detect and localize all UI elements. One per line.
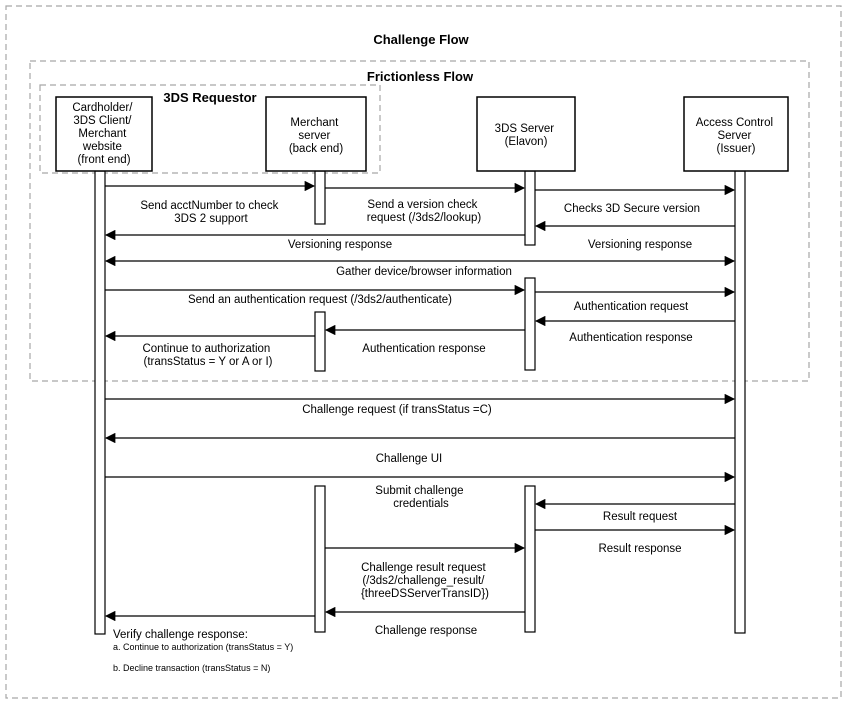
svg-text:Cardholder/ 3DS Client/: Cardholder/ 3DS Client/ Merchant website… bbox=[72, 102, 135, 166]
participant-label-line: Merchant bbox=[290, 117, 339, 129]
svg-text:3DS Server (Elavon): 3DS Server (Elavon) bbox=[495, 123, 558, 148]
acs-lifeline bbox=[734, 170, 746, 634]
label-result-request: Result request bbox=[603, 511, 678, 523]
svg-text:Access Control Server: Access Control Server (Issuer) bbox=[696, 117, 777, 155]
participant-label-line: Access Control bbox=[696, 117, 773, 129]
merchant-activation-3 bbox=[314, 485, 326, 633]
participant-label-line: server bbox=[298, 130, 330, 142]
label-challenge-result-request: Challenge result request (/3ds2/challeng… bbox=[361, 562, 489, 600]
label-submit-credentials: Submit challenge credentials bbox=[375, 485, 466, 510]
label-version-check: Send a version check request (/3ds2/look… bbox=[367, 199, 482, 224]
label-authentication-request: Authentication request bbox=[574, 301, 689, 313]
participant-label-line: 3DS Server bbox=[495, 123, 555, 135]
svg-text:Merchant server (b: Merchant server (back end) bbox=[289, 117, 344, 155]
merchant-activation-2 bbox=[314, 311, 326, 372]
label-versioning-response-right: Versioning response bbox=[588, 239, 692, 251]
frictionless-flow-title: Frictionless Flow bbox=[367, 69, 474, 84]
label-continue-authorization: Continue to authorization (transStatus =… bbox=[142, 343, 273, 368]
participant-label-line: Server bbox=[717, 130, 751, 142]
label-send-auth-request: Send an authentication request (/3ds2/au… bbox=[188, 294, 452, 306]
merchant-activation-1 bbox=[314, 170, 326, 225]
verify-option-b: b. Decline transaction (transStatus = N) bbox=[113, 663, 270, 673]
label-checks-3ds-version: Checks 3D Secure version bbox=[564, 203, 700, 215]
challenge-flow-title: Challenge Flow bbox=[373, 32, 469, 47]
cardholder-lifeline bbox=[94, 170, 106, 635]
challenge-flow-frame bbox=[5, 5, 842, 699]
verify-challenge-title: Verify challenge response: bbox=[113, 629, 248, 641]
participant-label-line: website bbox=[82, 141, 122, 153]
label-authentication-response-acs: Authentication response bbox=[569, 332, 692, 344]
label-challenge-request: Challenge request (if transStatus =C) bbox=[302, 404, 492, 416]
label-result-response: Result response bbox=[598, 543, 681, 555]
3ds-requestor-frame bbox=[39, 84, 381, 174]
verify-option-a: a. Continue to authorization (transStatu… bbox=[113, 642, 293, 652]
label-gather-device-info: Gather device/browser information bbox=[336, 266, 512, 278]
3ds-requestor-title: 3DS Requestor bbox=[163, 90, 256, 105]
participant-label-line: Merchant bbox=[78, 128, 127, 140]
participant-label-line: (front end) bbox=[77, 154, 130, 166]
participant-label-line: (Elavon) bbox=[505, 136, 548, 148]
label-authentication-response-server: Authentication response bbox=[362, 343, 485, 355]
server3ds-activation-2 bbox=[524, 277, 536, 371]
label-challenge-ui: Challenge UI bbox=[376, 453, 442, 465]
participant-merchant: Merchant server (back end) bbox=[265, 96, 367, 172]
participant-label-line: 3DS Client/ bbox=[73, 115, 132, 127]
server3ds-activation-3 bbox=[524, 485, 536, 633]
participant-acs: Access Control Server (Issuer) bbox=[683, 96, 789, 172]
participant-label-line: Cardholder/ bbox=[72, 102, 133, 114]
label-send-acctnumber: Send acctNumber to check 3DS 2 support bbox=[140, 200, 281, 225]
label-versioning-response-left: Versioning response bbox=[288, 239, 392, 251]
label-challenge-response: Challenge response bbox=[375, 625, 477, 637]
participant-3ds-server: 3DS Server (Elavon) bbox=[476, 96, 576, 172]
participant-label-line: (Issuer) bbox=[717, 143, 756, 155]
participant-label-line: (back end) bbox=[289, 143, 344, 155]
server3ds-activation-1 bbox=[524, 170, 536, 246]
participant-cardholder: Cardholder/ 3DS Client/ Merchant website… bbox=[55, 96, 153, 172]
